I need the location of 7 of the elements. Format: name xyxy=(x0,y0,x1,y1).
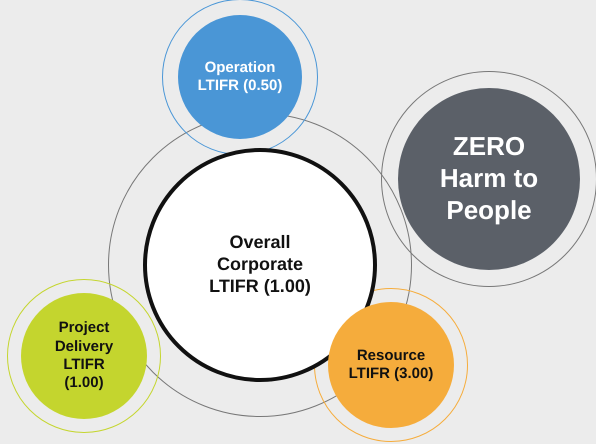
node-label: Resource LTIFR (3.00) xyxy=(348,346,434,384)
node-label: ZERO Harm to People xyxy=(438,131,540,227)
circle-node xyxy=(178,15,302,139)
circle-node xyxy=(21,293,147,419)
node-label: Overall Corporate LTIFR (1.00) xyxy=(208,232,312,298)
node-label: Project Delivery LTIFR (1.00) xyxy=(54,319,114,393)
node-label: Operation LTIFR (0.50) xyxy=(196,58,284,96)
